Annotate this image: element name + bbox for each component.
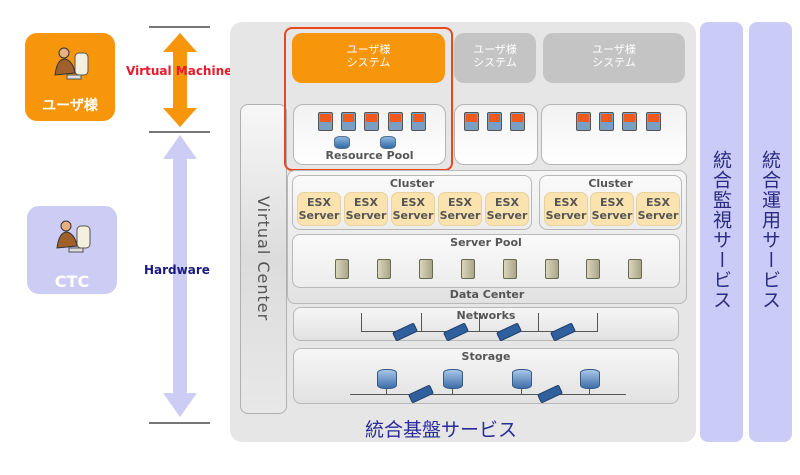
virtual-center-label: Virtual Center	[254, 196, 273, 322]
vm-icon	[364, 112, 379, 131]
user-system-label: システム	[473, 56, 517, 69]
vm-icon	[622, 112, 637, 131]
monitoring-service-bar: 統合監視サービス	[700, 22, 743, 442]
vm-double-arrow-icon	[163, 33, 197, 127]
storage-array-icon	[512, 369, 532, 389]
server-icon	[545, 259, 559, 279]
vm-icon	[510, 112, 525, 131]
divider-middle	[149, 131, 210, 133]
cluster-label: Cluster	[588, 177, 633, 190]
server-icon	[419, 259, 433, 279]
vm-icon	[341, 112, 356, 131]
hardware-label: Hardware	[144, 263, 210, 277]
person-at-computer-icon	[54, 47, 89, 80]
user-system-label: ユーザ様	[346, 43, 391, 56]
hardware-double-arrow-icon	[163, 135, 197, 417]
server-icon	[377, 259, 391, 279]
user-system-1: ユーザ様 システム	[292, 33, 445, 83]
cluster-label: Cluster	[389, 177, 435, 190]
user-system-label: ユーザ様	[592, 43, 636, 56]
ctc-actor-box: CTC	[27, 206, 117, 294]
storage-array-icon	[377, 369, 397, 389]
server-icon	[461, 259, 475, 279]
user-actor-box: ユーザ様	[25, 33, 115, 121]
vm-icon	[576, 112, 591, 131]
divider-top	[149, 26, 210, 28]
server-icon	[628, 259, 642, 279]
user-system-3: ユーザ様 システム	[543, 33, 685, 83]
monitoring-service-label: 統合監視サービス	[710, 150, 732, 310]
storage-label: Storage	[461, 350, 511, 363]
server-pool-label: Server Pool	[450, 236, 522, 249]
vm-icon	[411, 112, 426, 131]
virtual-machine-label: Virtual Machine	[126, 64, 233, 78]
user-system-2: ユーザ様 システム	[454, 33, 536, 83]
user-actor-label: ユーザ様	[42, 98, 98, 114]
user-system-label: ユーザ様	[473, 43, 517, 56]
integrated-platform-service-label: 統合基盤サービス	[365, 419, 518, 441]
operations-service-bar: 統合運用サービス	[749, 22, 792, 442]
person-at-computer-icon	[56, 220, 91, 253]
resource-pool-2	[454, 104, 538, 165]
resource-pool-1: Resource Pool	[293, 104, 446, 165]
operations-service-label: 統合運用サービス	[759, 150, 781, 310]
networks-box: Networks	[293, 307, 679, 342]
storage-array-icon	[580, 369, 600, 389]
network-switch-icon	[392, 322, 418, 342]
vm-icon	[388, 112, 403, 131]
data-center-label: Data Center	[449, 288, 525, 301]
network-switch-icon	[408, 384, 434, 404]
vm-icon	[599, 112, 614, 131]
ctc-actor-label: CTC	[54, 272, 90, 291]
selected-system-highlight	[284, 27, 453, 171]
user-system-label: システム	[346, 56, 391, 69]
vm-icon	[318, 112, 333, 131]
datastore-icon	[380, 136, 396, 149]
storage-array-icon	[443, 369, 463, 389]
network-switch-icon	[537, 384, 563, 404]
resource-pool-3	[541, 104, 687, 165]
server-icon	[335, 259, 349, 279]
vm-icon	[464, 112, 479, 131]
network-switch-icon	[443, 322, 469, 342]
divider-bottom	[149, 422, 210, 424]
network-switch-icon	[496, 322, 522, 342]
datastore-icon	[334, 136, 350, 149]
user-system-label: システム	[592, 56, 636, 69]
virtual-center-bar: Virtual Center	[240, 104, 287, 414]
resource-pool-label: Resource Pool	[325, 149, 414, 162]
storage-box: Storage	[293, 348, 679, 404]
network-switch-icon	[550, 322, 576, 342]
vm-icon	[646, 112, 661, 131]
server-pool: Server Pool	[292, 234, 680, 288]
server-icon	[503, 259, 517, 279]
networks-label: Networks	[456, 309, 516, 322]
server-icon	[586, 259, 600, 279]
vm-icon	[487, 112, 502, 131]
